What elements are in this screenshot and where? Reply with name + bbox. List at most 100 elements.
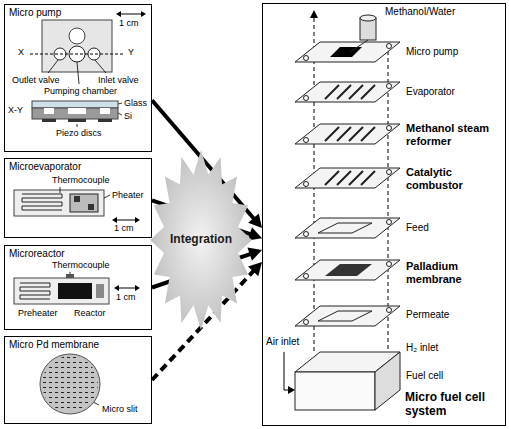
system-panel: Micro fuel cell system (262, 3, 506, 426)
leader-line (118, 113, 122, 115)
port-label: H₂ inlet (406, 342, 438, 354)
plate-channel (325, 127, 375, 141)
leader-line (95, 60, 106, 73)
part-label: Pumping chamber (44, 86, 117, 96)
pump-cross-section (100, 108, 110, 114)
dimension-label: 1 cm (119, 18, 139, 28)
node-heading: Micro fuel cell system (405, 391, 487, 419)
part-label: Thermocouple (52, 175, 110, 185)
plate-hole (304, 232, 309, 237)
syringe (350, 40, 368, 52)
part-label: Piezo discs (56, 128, 102, 138)
reactor-chip (14, 274, 109, 304)
pd-membrane-disc (40, 354, 100, 414)
layer-label: Permeate (406, 309, 449, 321)
axis-label: X (18, 47, 24, 57)
scale-bar (112, 217, 117, 223)
fuel-cell-box (295, 352, 400, 410)
layer-label: Evaporator (406, 86, 455, 98)
evaporator-chip (22, 194, 62, 210)
pump-membrane (330, 47, 362, 57)
plate-channel (325, 85, 375, 99)
reactor-chip (20, 283, 50, 299)
scale-bar (141, 11, 146, 17)
scale-bar (118, 14, 144, 15)
layer-label: Feed (406, 222, 429, 234)
pd-membrane-disc (40, 354, 100, 414)
part-label: Reactor (74, 308, 106, 318)
layer-label: Micro pump (406, 46, 458, 58)
syringe (360, 15, 376, 21)
scale-bar (135, 285, 140, 291)
layer-label: Methanol steam reformer (406, 122, 502, 147)
pd-membrane-area (325, 264, 372, 276)
burst-outline (150, 150, 252, 330)
reactor-chip (96, 284, 104, 298)
part-label: Micro slit (102, 404, 138, 414)
fuel-cell-box (295, 372, 375, 410)
dimension-label: 1 cm (114, 223, 134, 233)
plate-channel (318, 223, 372, 321)
section-label: X-Y (8, 105, 23, 115)
pump-chip (69, 28, 85, 44)
arrowhead (248, 262, 262, 276)
port-label: Air inlet (266, 336, 299, 348)
scale-bar (135, 217, 140, 223)
plate-hole (387, 84, 392, 89)
evaporator-chip (14, 190, 104, 216)
plate-channel (318, 311, 372, 321)
layer-label: Palladium membrane (406, 260, 502, 285)
air-inlet-arrow (288, 386, 295, 394)
pump-cross-section (32, 101, 118, 122)
plate-hole (304, 138, 309, 143)
axis-label: Y (128, 47, 134, 57)
plate-hole (304, 274, 309, 279)
stack-plate (295, 218, 400, 238)
stack-plate (295, 82, 400, 102)
layer-label: Si (124, 111, 132, 121)
pump-cross-section (98, 119, 112, 122)
part-label: Preheater (18, 308, 58, 318)
pump-cross-section (42, 119, 56, 122)
leader-line (70, 272, 71, 274)
pump-cross-section (68, 119, 86, 122)
plate-hole (387, 44, 392, 49)
flow-arrowhead (310, 10, 318, 18)
part-label: Pheater (112, 190, 144, 200)
reactor-chip (66, 274, 74, 278)
pump-chip (30, 54, 124, 55)
layer-label: Glass (124, 98, 147, 108)
scale-bar (116, 11, 146, 17)
plate-hole (387, 308, 392, 313)
pump-chip (88, 48, 100, 60)
pump-cross-section (44, 108, 54, 114)
scale-bar (114, 220, 138, 221)
stack-plate (295, 306, 400, 326)
pump-cross-section (32, 108, 118, 119)
leader-line (118, 103, 122, 104)
pump-cross-section (32, 101, 118, 108)
leader-line (77, 62, 79, 84)
evaporator-chip (74, 196, 80, 202)
pd-membrane-disc (42, 356, 98, 412)
part-label: Outlet valve (12, 75, 60, 85)
leader-line (104, 195, 110, 198)
layer-label: Fuel cell (406, 370, 443, 382)
stack-plate (295, 260, 400, 280)
fuel-cell-box (375, 352, 400, 410)
evaporator-chip (88, 204, 94, 210)
plate-hole (387, 220, 392, 225)
node-heading: Micro Pd membrane (9, 339, 99, 351)
evaporator-chip (70, 194, 98, 212)
stack-plate (295, 168, 400, 188)
plate-hole (304, 96, 309, 101)
leader-line (60, 187, 61, 193)
plate-channel (325, 171, 375, 185)
arrowhead (247, 248, 262, 261)
plate-hole (304, 320, 309, 325)
stack-plate (295, 124, 400, 144)
stack-plate (295, 42, 400, 326)
integration-burst: Integration (150, 150, 252, 330)
